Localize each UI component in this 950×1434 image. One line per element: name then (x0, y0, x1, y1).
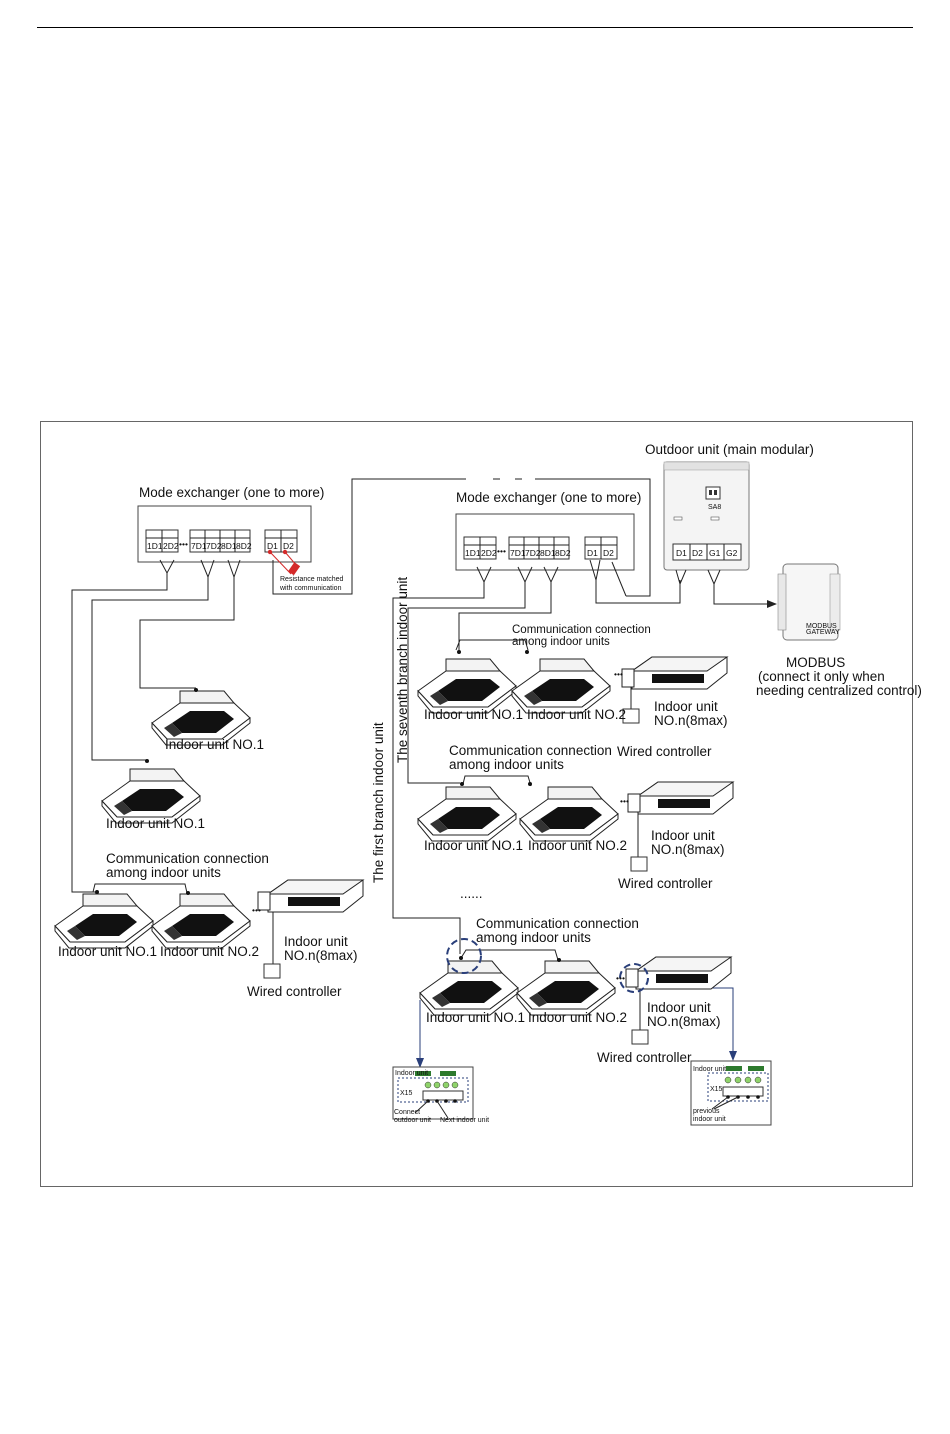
indoor-unit-n-2: NO.n(8max) (651, 842, 725, 857)
ellipsis-dots: ••• (620, 796, 629, 806)
outdoor-unit: SA8 (663, 461, 750, 571)
ellipsis-dots: ••• (616, 973, 625, 983)
indoor-unit-label-2: Indoor unit NO.2 (527, 707, 626, 722)
indoor-units-left-branch (54, 688, 364, 979)
indoor-unit-label-2: Indoor unit NO.2 (528, 1010, 627, 1025)
terminal-d1: D1 (267, 541, 278, 551)
modbus-note-1: (connect it only when (758, 669, 885, 684)
resistance-label-2: with communication (279, 585, 342, 592)
outdoor-terminal-d1: D1 (676, 548, 687, 558)
terminal-dots: ••• (497, 546, 506, 556)
indoor-unit-n-1: Indoor unit (284, 934, 348, 949)
detail-highlight-circle (446, 938, 482, 974)
indoor-unit-n-2: NO.n(8max) (654, 713, 728, 728)
outdoor-terminal-g2: G2 (726, 548, 738, 558)
comm-label-2: among indoor units (476, 930, 591, 945)
terminal-8d2: 8D2 (555, 548, 571, 558)
resistor-icon (267, 549, 301, 576)
indoor-unit-label-2: Indoor unit NO.2 (528, 838, 627, 853)
outdoor-unit-label: Outdoor unit (main modular) (645, 442, 814, 457)
terminal-8d2: 8D2 (236, 541, 252, 551)
wired-controller-label: Wired controller (597, 1050, 692, 1065)
terminal-dots: ••• (179, 539, 188, 549)
indoor-unit-label: Indoor unit NO.1 (58, 944, 157, 959)
first-branch-label: The first branch indoor unit (371, 722, 386, 883)
modbus-label: MODBUS (786, 655, 845, 670)
detail-highlight-circle (619, 963, 649, 993)
detail-next-label: Next indoor unit (440, 1117, 489, 1124)
terminal-7d2: 7D2 (525, 548, 541, 558)
terminal-d2: D2 (603, 548, 614, 558)
diagram-frame (40, 421, 913, 1187)
detail-x-label: X15 (400, 1090, 413, 1097)
comm-label-1: Communication connection (512, 624, 651, 636)
detail-indoor-label: Indoor unit (395, 1070, 428, 1077)
comm-label-1: Communication connection (106, 851, 269, 866)
detail-indoor-label: Indoor unit (693, 1066, 726, 1073)
terminal-1d1: 1D1 (147, 541, 163, 551)
indoor-unit-label: Indoor unit NO.1 (424, 707, 523, 722)
terminal-d2: D2 (283, 541, 294, 551)
modbus-note-2: needing centralized control) (756, 683, 922, 698)
detail-inset-right (690, 1060, 772, 1126)
wired-controller-label: Wired controller (617, 744, 712, 759)
terminal-2d2: 2D2 (163, 541, 179, 551)
indoor-unit-label: Indoor unit NO.1 (426, 1010, 525, 1025)
detail-x-label: X15 (710, 1086, 723, 1093)
sa8-label: SA8 (708, 504, 721, 511)
seventh-branch-label: The seventh branch indoor unit (395, 577, 410, 763)
detail-connect-2: outdoor unit (394, 1117, 431, 1124)
indoor-unit-label: Indoor unit NO.1 (106, 816, 205, 831)
comm-label-2: among indoor units (512, 636, 610, 648)
terminal-8d1: 8D1 (540, 548, 556, 558)
modbus-gateway: MODBUS GATEWAY (777, 563, 841, 641)
mode-exchanger-right-label: Mode exchanger (one to more) (456, 490, 641, 505)
indoor-unit-n-2: NO.n(8max) (284, 948, 358, 963)
mode-exchanger-right (455, 513, 635, 571)
outdoor-terminal-labels: D1 D2 G1 G2 (676, 548, 738, 558)
terminal-7d1: 7D1 (191, 541, 207, 551)
page-top-rule (37, 27, 913, 28)
comm-label-1: Communication connection (449, 743, 612, 758)
indoor-unit-label: Indoor unit NO.1 (424, 838, 523, 853)
outdoor-terminal-d2: D2 (692, 548, 703, 558)
indoor-unit-n-1: Indoor unit (647, 1000, 711, 1015)
comm-label-2: among indoor units (106, 865, 221, 880)
comm-label-2: among indoor units (449, 757, 564, 772)
comm-label-1: Communication connection (476, 916, 639, 931)
ellipsis-dots: ••• (614, 669, 623, 679)
indoor-units-first-branch (419, 938, 732, 1045)
indoor-unit-n-1: Indoor unit (651, 828, 715, 843)
terminal-7d1: 7D1 (510, 548, 526, 558)
mode-exchanger-left (137, 505, 312, 563)
ellipsis-dots: ••• (252, 905, 261, 915)
indoor-unit-n-1: Indoor unit (654, 699, 718, 714)
wired-controller-label: Wired controller (247, 984, 342, 999)
wired-controller-label: Wired controller (618, 876, 713, 891)
terminal-7d2: 7D2 (206, 541, 222, 551)
indoor-unit-label: Indoor unit NO.1 (165, 737, 264, 752)
mode-exchanger-left-label: Mode exchanger (one to more) (139, 485, 324, 500)
terminal-2d2: 2D2 (481, 548, 497, 558)
gateway-text-2: GATEWAY (806, 629, 840, 636)
terminal-8d1: 8D1 (221, 541, 237, 551)
mode-exchanger-left-terminal-labels: 1D1 2D2 ••• 7D1 7D2 8D1 8D2 D1 D2 (147, 539, 294, 551)
indoor-units-seventh-branch (417, 650, 734, 872)
ellipsis-label: ...... (460, 886, 483, 901)
detail-previous-2: indoor unit (693, 1116, 726, 1123)
terminal-d1: D1 (587, 548, 598, 558)
indoor-unit-label-2: Indoor unit NO.2 (160, 944, 259, 959)
detail-connect-1: Connect (394, 1109, 420, 1116)
gateway-text-1: MODBUS (806, 623, 837, 630)
outdoor-terminal-g1: G1 (709, 548, 721, 558)
mode-exchanger-right-terminal-labels: 1D1 2D2 ••• 7D1 7D2 8D1 8D2 D1 D2 (465, 546, 614, 558)
detail-previous-1: previous (693, 1108, 720, 1115)
detail-inset-left (392, 1066, 474, 1120)
indoor-unit-n-2: NO.n(8max) (647, 1014, 721, 1029)
resistance-label-1: Resistance matched (280, 576, 344, 583)
terminal-1d1: 1D1 (465, 548, 481, 558)
